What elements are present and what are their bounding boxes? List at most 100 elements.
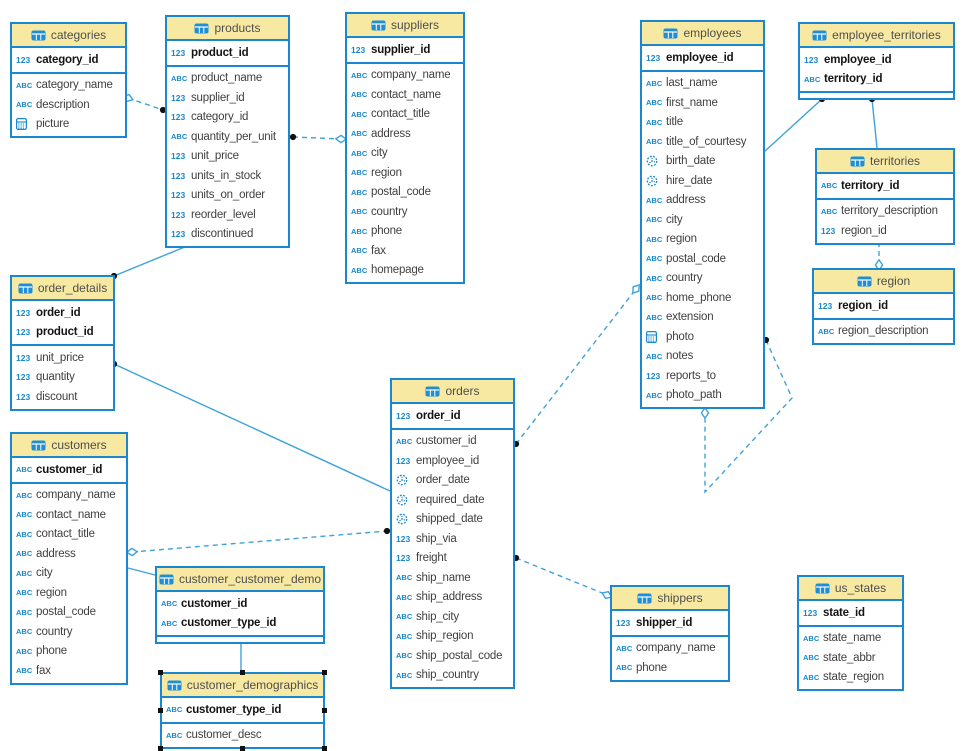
relationship-line-customers-orders[interactable] <box>131 530 388 553</box>
relationship-line-products-suppliers[interactable] <box>292 136 342 140</box>
field-row-required_date[interactable]: required_date <box>392 490 513 510</box>
selection-handle[interactable] <box>158 670 163 675</box>
table-header[interactable]: customers <box>12 434 126 458</box>
selection-handle[interactable] <box>240 670 245 675</box>
table-header[interactable]: customer_demographics <box>162 674 323 698</box>
table-header[interactable]: customer_customer_demo <box>157 568 323 592</box>
selection-handle[interactable] <box>158 708 163 713</box>
field-row-picture[interactable]: picture <box>12 115 125 135</box>
table-header[interactable]: region <box>814 270 953 294</box>
relationship-line-products-order_details[interactable] <box>113 243 193 277</box>
selection-handle[interactable] <box>322 708 327 713</box>
field-row-shipped_date[interactable]: shipped_date <box>392 510 513 530</box>
table-header[interactable]: products <box>167 17 288 41</box>
table-header[interactable]: territories <box>817 150 953 174</box>
relationship-line-employees-employees[interactable] <box>704 339 793 494</box>
table-header[interactable]: suppliers <box>347 14 463 38</box>
field-row-photo[interactable]: photo <box>642 327 763 347</box>
selection-handle[interactable] <box>322 670 327 675</box>
relationship-line-employees-employee_territories[interactable] <box>763 98 823 153</box>
table-header[interactable]: order_details <box>12 277 113 301</box>
table-header[interactable]: shippers <box>612 587 728 611</box>
relationship-line-customers-customer_customer_demo[interactable] <box>127 567 160 577</box>
table-header[interactable]: employees <box>642 22 763 46</box>
table-header[interactable]: orders <box>392 380 513 404</box>
relationship-line-order_details-orders[interactable] <box>113 363 391 492</box>
relationship-line-categories-products[interactable] <box>127 97 164 111</box>
